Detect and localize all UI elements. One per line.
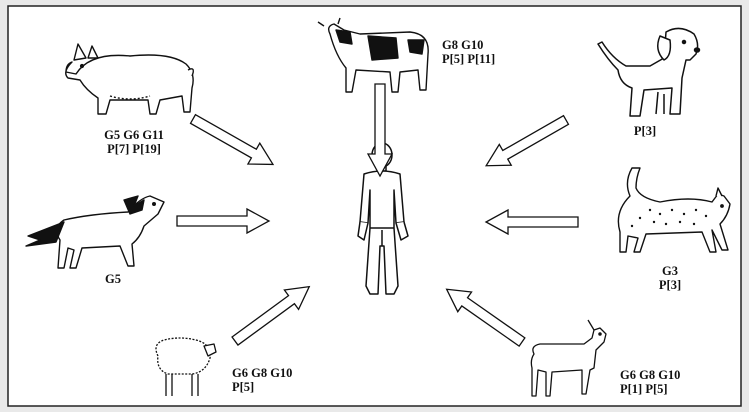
cat-ptypes: P[3]	[650, 278, 690, 292]
horse-genotypes: G5	[105, 272, 121, 286]
cat-genotypes: G3	[650, 264, 690, 278]
cow-label: G8 G10 P[5] P[11]	[442, 38, 495, 66]
pig-genotypes: G5 G6 G11	[84, 128, 184, 142]
goat-genotypes: G6 G8 G10	[620, 368, 680, 382]
cow-ptypes: P[5] P[11]	[442, 52, 495, 66]
dog-label: P[3]	[625, 124, 665, 138]
pig-label: G5 G6 G11 P[7] P[19]	[84, 128, 184, 156]
cow-genotypes: G8 G10	[442, 38, 495, 52]
horse-label: G5	[105, 272, 121, 286]
goat-ptypes: P[1] P[5]	[620, 382, 680, 396]
cat-label: G3 P[3]	[650, 264, 690, 292]
dog-ptypes: P[3]	[625, 124, 665, 138]
sheep-genotypes: G6 G8 G10	[232, 366, 292, 380]
pig-ptypes: P[7] P[19]	[84, 142, 184, 156]
sheep-ptypes: P[5]	[232, 380, 292, 394]
sheep-label: G6 G8 G10 P[5]	[232, 366, 292, 394]
goat-label: G6 G8 G10 P[1] P[5]	[620, 368, 680, 396]
